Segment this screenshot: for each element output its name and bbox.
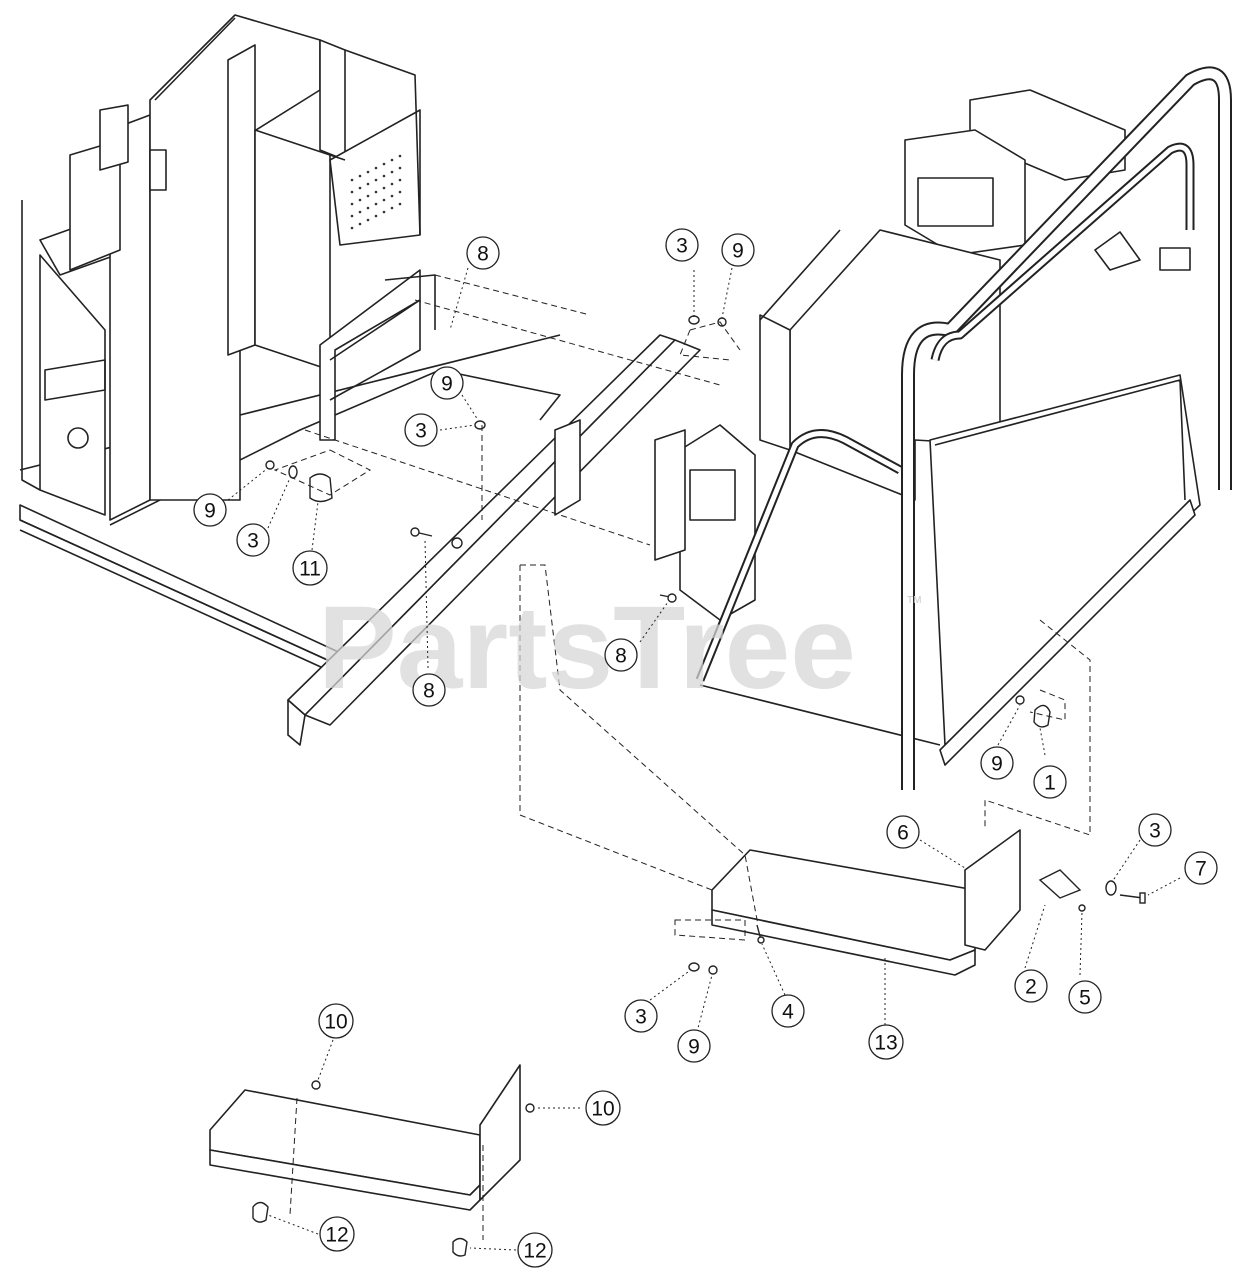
callout-number: 3 [415,420,427,443]
callout-number: 12 [523,1240,546,1263]
callout-circle [1014,969,1048,1003]
callout-3: 3 [624,999,658,1033]
watermark-text: PartsTree [318,582,856,714]
callout-3: 3 [404,413,438,447]
callout-8: 8 [604,638,638,672]
watermark: PartsTree TM [318,582,921,714]
assembly-dashes [273,274,1091,1240]
callout-circle [236,523,270,557]
callout-number: 9 [441,373,453,396]
callout-circle [585,1090,621,1126]
callout-12: 12 [517,1232,553,1268]
vent-perforations [350,154,402,230]
callout-circle [1068,980,1102,1014]
callout-number: 10 [591,1098,614,1121]
callout-5: 5 [1068,980,1102,1014]
callout-circle [404,413,438,447]
callout-circle [980,746,1014,780]
callout-3: 3 [236,523,270,557]
callout-number: 3 [247,530,259,553]
callout-number: 9 [732,240,744,263]
callout-number: 12 [325,1224,348,1247]
callout-12: 12 [319,1216,355,1252]
callout-number: 3 [1149,820,1161,843]
callout-9: 9 [980,746,1014,780]
callout-number: 9 [688,1036,700,1059]
callout-number: 11 [299,558,321,581]
callout-circle [721,233,755,267]
callout-circle [665,228,699,262]
callout-number: 8 [423,680,435,703]
callout-circle [604,638,638,672]
mount-bracket-lower [209,1064,521,1211]
callout-circle [466,236,500,270]
callout-8: 8 [412,673,446,707]
mount-bracket-13 [711,829,1021,976]
callout-circle [1184,851,1218,885]
callout-7: 7 [1184,851,1218,885]
callout-number: 9 [204,500,216,523]
callout-3: 3 [665,228,699,262]
angle-rail [287,334,701,746]
callout-13: 13 [868,1024,904,1060]
callout-number: 9 [991,753,1003,776]
callout-number: 6 [897,822,909,845]
callout-number: 10 [324,1011,347,1034]
callout-9: 9 [193,493,227,527]
callout-10: 10 [318,1003,354,1039]
callout-circle [1138,813,1172,847]
callout-number: 8 [477,243,489,266]
callout-number: 1 [1044,772,1056,795]
callout-circle [771,994,805,1028]
callout-4: 4 [771,994,805,1028]
callout-9: 9 [721,233,755,267]
callout-number: 13 [874,1032,897,1055]
callout-number: 2 [1025,976,1037,999]
callout-2: 2 [1014,969,1048,1003]
callout-circle [412,673,446,707]
callout-labels: 3 9 8 9 3 9 3 11 8 8 9 1 6 3 7 2 5 3 4 9 13 10 10 12 12 [193,228,1218,1268]
callout-11: 11 [292,550,328,586]
callout-number: 8 [615,645,627,668]
callout-9: 9 [677,1029,711,1063]
callout-circle [624,999,658,1033]
callout-circle [1033,765,1067,799]
leader-lines [227,267,1181,1251]
callout-number: 7 [1195,858,1207,881]
callout-circle [677,1029,711,1063]
callout-6: 6 [886,815,920,849]
callout-number: 3 [676,235,688,258]
callout-9: 9 [430,366,464,400]
callout-number: 5 [1079,987,1091,1010]
callout-circle [319,1216,355,1252]
callout-circle [517,1232,553,1268]
callout-circle [430,366,464,400]
chassis-frame [19,14,561,679]
callout-10: 10 [585,1090,621,1126]
watermark-trademark: TM [907,595,921,606]
callout-1: 1 [1033,765,1067,799]
callout-3: 3 [1138,813,1172,847]
callout-circle [868,1024,904,1060]
callout-circle [318,1003,354,1039]
callout-circle [886,815,920,849]
generator-housing [654,66,1232,790]
callout-number: 3 [635,1006,647,1029]
callout-number: 4 [782,1001,794,1024]
callout-circle [292,550,328,586]
callout-8: 8 [466,236,500,270]
hardware [252,315,1146,1257]
callout-circle [193,493,227,527]
